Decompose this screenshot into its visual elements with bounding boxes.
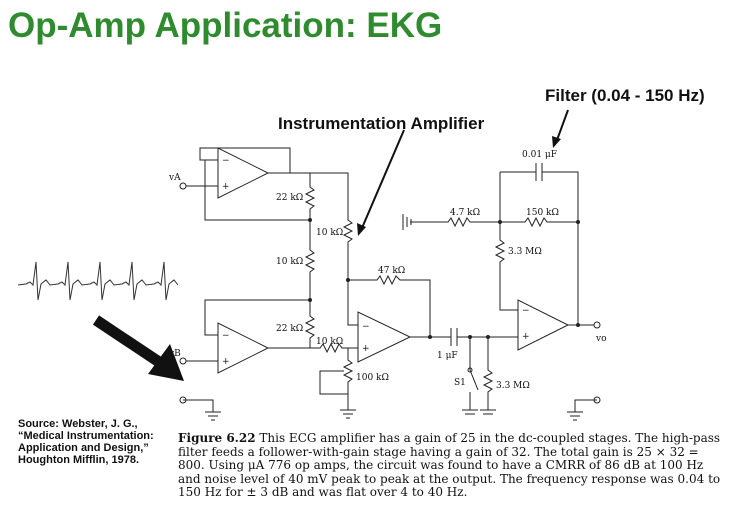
vb-label: vB: [168, 349, 181, 359]
r150k-label: 150 kΩ: [526, 208, 559, 218]
c1u-label: 1 μF: [437, 351, 458, 361]
r10k-right-label: 10 kΩ: [316, 228, 343, 238]
pointer-arrow-head: [148, 344, 184, 381]
r47k-filter-label: 4.7 kΩ: [450, 208, 480, 218]
svg-text:+: +: [222, 357, 230, 367]
opamp-c: [357, 311, 412, 363]
c001u-label: 0.01 μF: [522, 150, 557, 160]
figure-label: Figure 6.22: [178, 431, 256, 445]
opamp-b: [217, 322, 270, 374]
instrumentation-amplifier-callout: Instrumentation Amplifier: [278, 114, 485, 133]
filter-callout: Filter (0.04 - 150 Hz): [545, 86, 705, 105]
va-terminal: [179, 182, 187, 190]
source-citation: Source: Webster, J. G., “Medical Instrum…: [18, 418, 154, 466]
svg-text:−: −: [362, 322, 370, 332]
opamp-d: [517, 299, 570, 351]
slide-title: Op-Amp Application: EKG: [8, 6, 443, 45]
ecg-waveform: [17, 261, 179, 301]
svg-text:−: −: [222, 156, 230, 166]
r100k-label: 100 kΩ: [356, 373, 389, 383]
ia-callout-arrow: [361, 129, 405, 229]
r10k-bottom-label: 10 kΩ: [316, 337, 343, 347]
ia-callout-arrowhead: [357, 223, 366, 236]
filter-callout-arrowhead: [552, 136, 561, 148]
vb-terminal: [179, 357, 187, 365]
r22k-bottom-label: 22 kΩ: [276, 324, 303, 334]
svg-text:−: −: [222, 331, 230, 341]
figure-caption: Figure 6.22 This ECG amplifier has a gai…: [178, 431, 728, 500]
svg-text:+: +: [522, 332, 530, 342]
r10k-mid-label: 10 kΩ: [276, 257, 303, 267]
svg-text:+: +: [222, 182, 230, 192]
svg-text:−: −: [522, 306, 530, 316]
s1-label: S1: [454, 378, 466, 388]
va-label: vA: [168, 173, 181, 183]
pointer-arrow-shaft: [92, 315, 169, 371]
r33m-top-label: 3.3 MΩ: [508, 247, 542, 257]
svg-text:+: +: [362, 344, 370, 354]
vo-label: vo: [595, 334, 607, 344]
vo-terminal: [593, 321, 601, 329]
opamp-a: [217, 147, 270, 199]
r47k-label: 47 kΩ: [378, 266, 405, 276]
r22k-top-label: 22 kΩ: [276, 193, 303, 203]
figure-caption-text: This ECG amplifier has a gain of 25 in t…: [178, 431, 721, 500]
r33m-bottom-label: 3.3 MΩ: [496, 381, 530, 391]
filter-callout-arrow: [556, 109, 569, 141]
